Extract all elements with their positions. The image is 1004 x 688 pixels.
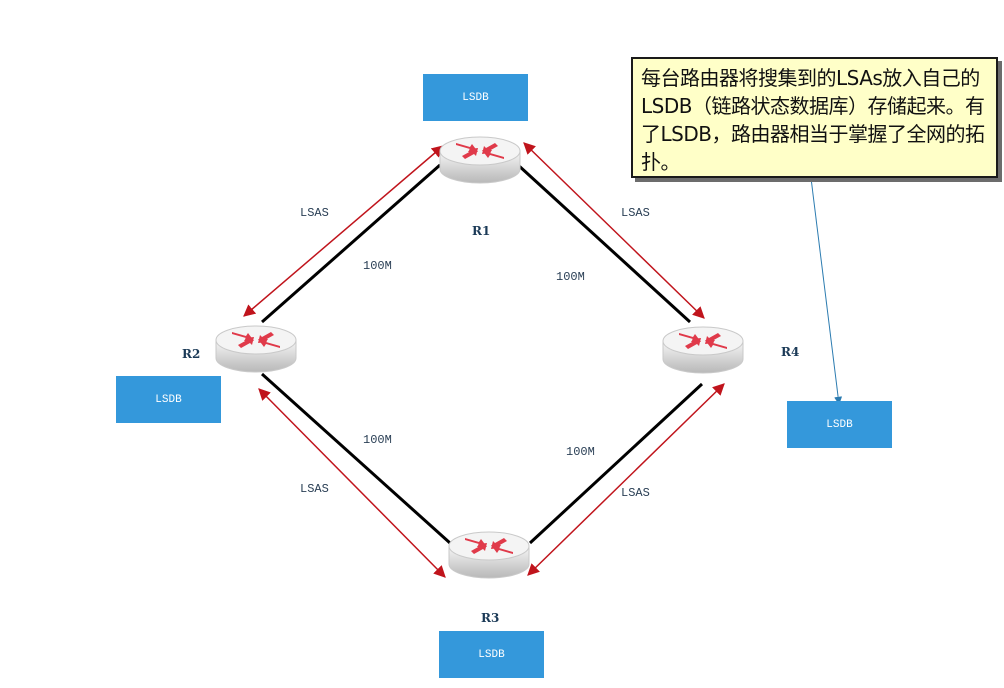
router-r4-icon bbox=[662, 326, 744, 374]
bandwidth-label-r1-r2: 100M bbox=[363, 259, 392, 273]
lsa-arrow-r2-r3 bbox=[258, 388, 446, 578]
bandwidth-label-r3-r4: 100M bbox=[566, 445, 595, 459]
lsa-arrow-r1-r4 bbox=[523, 142, 705, 319]
router-r2-label: R2 bbox=[182, 347, 201, 361]
router-r1-label: R1 bbox=[472, 224, 491, 238]
lsa-arrow-r3-r4 bbox=[527, 383, 725, 576]
link-r1-r2 bbox=[261, 163, 441, 324]
annotation-callout: 每台路由器将搜集到的LSAs放入自己的LSDB（链路状态数据库）存储起来。有了L… bbox=[631, 57, 998, 178]
router-r1-icon bbox=[439, 136, 521, 184]
lsdb-r3: LSDB bbox=[439, 631, 544, 678]
callout-pointer bbox=[810, 177, 843, 405]
lsa-label-r1-r4: LSAS bbox=[621, 206, 650, 220]
lsdb-r4: LSDB bbox=[787, 401, 892, 448]
router-r3-icon bbox=[448, 531, 530, 579]
router-r2-icon bbox=[215, 325, 297, 373]
lsdb-r1: LSDB bbox=[423, 74, 528, 121]
router-r3-label: R3 bbox=[481, 611, 500, 625]
lsa-label-r3-r4: LSAS bbox=[621, 486, 650, 500]
router-r4-label: R4 bbox=[781, 345, 800, 359]
link-r1-r4 bbox=[516, 163, 692, 324]
lsa-arrow-r1-r2 bbox=[243, 145, 444, 317]
link-r2-r3 bbox=[260, 372, 452, 545]
bandwidth-label-r2-r3: 100M bbox=[363, 433, 392, 447]
lsdb-r2: LSDB bbox=[116, 376, 221, 423]
lsa-label-r2-r3: LSAS bbox=[300, 482, 329, 496]
bandwidth-label-r1-r4: 100M bbox=[556, 270, 585, 284]
lsa-label-r1-r2: LSAS bbox=[300, 206, 329, 220]
link-r3-r4 bbox=[528, 382, 704, 545]
